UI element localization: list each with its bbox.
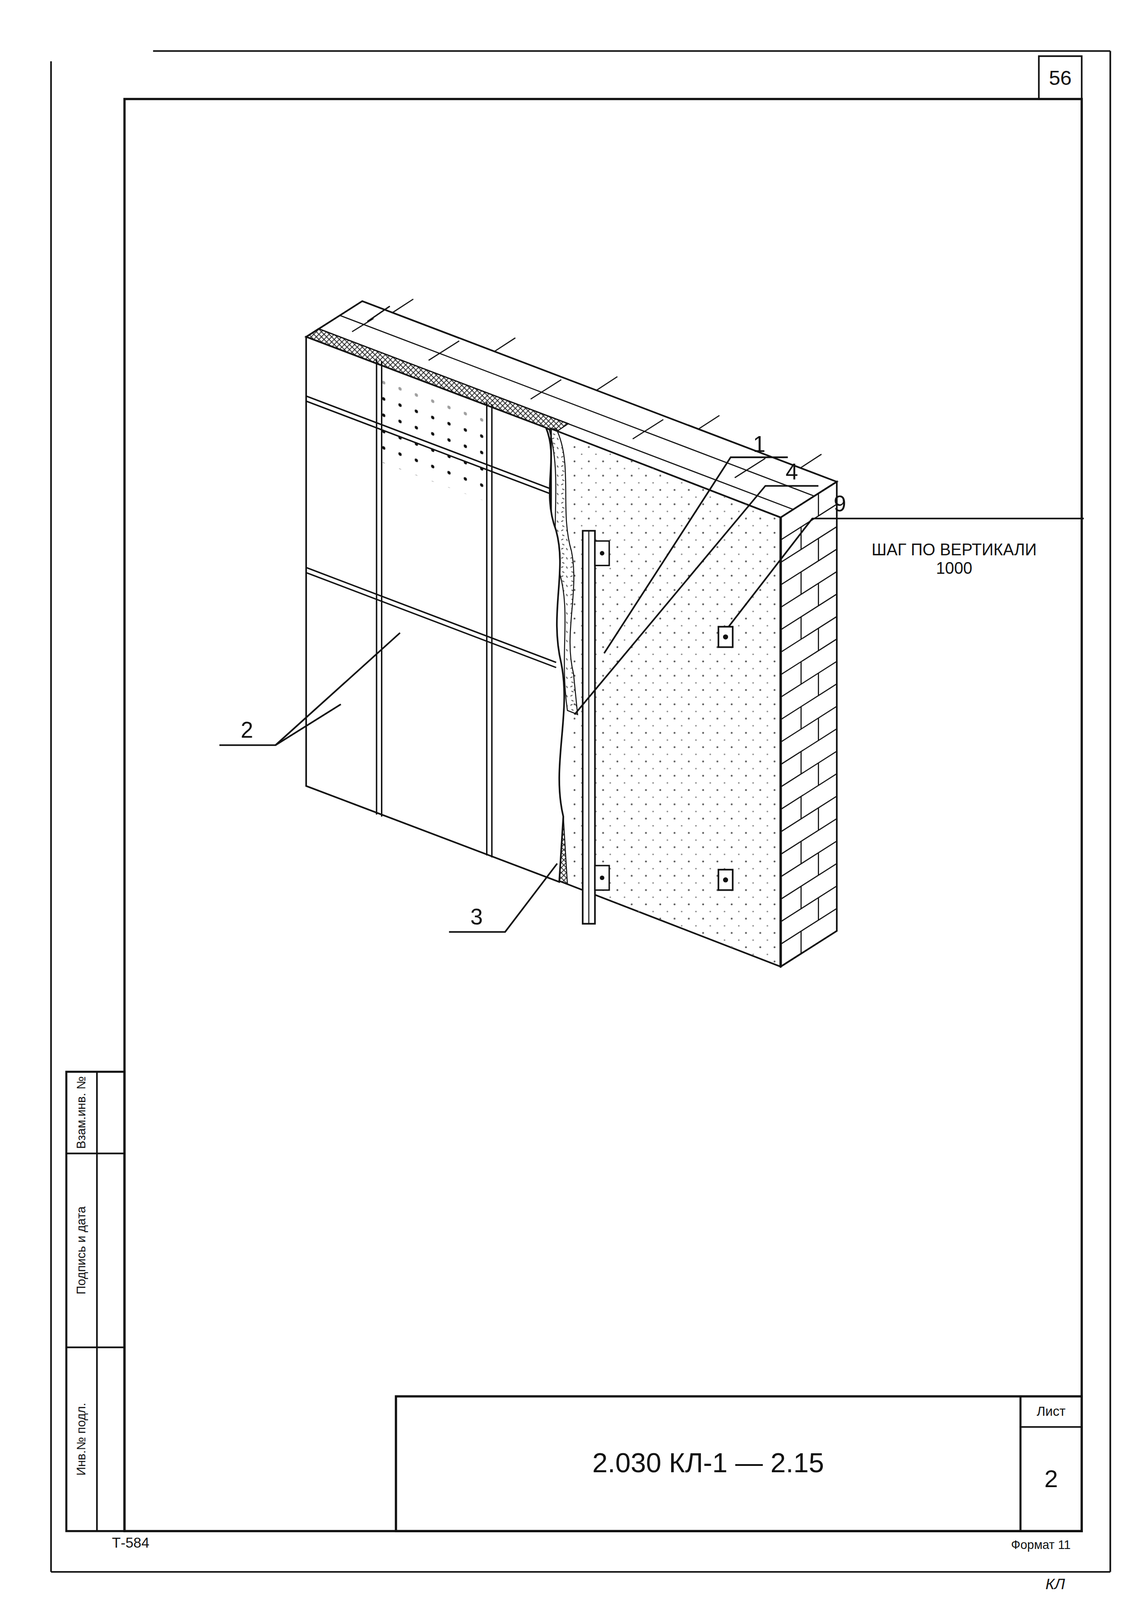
brick-joint bbox=[817, 807, 819, 831]
brick-joint bbox=[817, 717, 819, 741]
brick-joint bbox=[780, 908, 837, 944]
callout-number: 2 bbox=[240, 718, 254, 743]
brick-joint bbox=[780, 661, 837, 697]
inventory-code: Т-584 bbox=[111, 1535, 150, 1551]
brick-joint bbox=[800, 841, 802, 864]
drawing-designation: 2.030 КЛ-1 — 2.15 bbox=[592, 1448, 824, 1479]
brick-joint bbox=[800, 616, 802, 640]
stamp-cell: Подпись и дата bbox=[74, 1206, 89, 1295]
stamp-cell: Взам.инв. № bbox=[74, 1076, 89, 1149]
brick-joint bbox=[780, 773, 837, 810]
brick-joint bbox=[817, 672, 819, 696]
brick-joint bbox=[800, 661, 802, 685]
brick-joint bbox=[780, 885, 837, 922]
brick-joint bbox=[780, 818, 837, 854]
title-cell: Лист bbox=[1036, 1404, 1066, 1419]
brick-joint bbox=[817, 852, 819, 876]
brick-joint bbox=[780, 616, 837, 653]
brick-joint bbox=[780, 840, 837, 877]
brick-joint bbox=[780, 548, 837, 585]
brick-joint bbox=[817, 897, 819, 920]
brick-joint bbox=[780, 863, 837, 900]
brick-joint bbox=[780, 796, 837, 832]
brick-joint bbox=[780, 728, 837, 765]
brick-joint bbox=[817, 538, 819, 562]
brick-joint bbox=[780, 571, 837, 608]
brick-joint bbox=[800, 931, 802, 954]
brick-joint bbox=[780, 638, 837, 675]
brick-joint bbox=[817, 583, 819, 606]
brick-joint bbox=[817, 762, 819, 786]
sheet-page-number: 56 bbox=[1048, 66, 1072, 89]
handwritten-mark: КЛ bbox=[1045, 1575, 1065, 1592]
brick-joint bbox=[800, 526, 802, 550]
callout-number: 3 bbox=[470, 904, 483, 930]
brick-joint bbox=[817, 628, 819, 651]
brick-joint bbox=[800, 571, 802, 595]
brick-joint bbox=[800, 796, 802, 819]
brick-joint bbox=[800, 706, 802, 729]
callout-number: 1 bbox=[752, 432, 766, 458]
callout-number: 4 bbox=[785, 459, 799, 485]
callout-number: 9 bbox=[833, 491, 847, 517]
brick-joint bbox=[780, 706, 837, 743]
brick-joint bbox=[780, 526, 837, 563]
format-text: Формат 11 bbox=[1011, 1538, 1071, 1552]
brick-joint bbox=[800, 751, 802, 775]
stamp-cell: Инв.№ подл. bbox=[74, 1402, 89, 1476]
sheet-number: 2 bbox=[1044, 1465, 1058, 1493]
brick-joint bbox=[780, 751, 837, 787]
brick-joint bbox=[817, 493, 819, 516]
note-text: ШАГ ПО ВЕРТИКАЛИ 1000 bbox=[859, 540, 1049, 577]
brick-joint bbox=[800, 886, 802, 909]
brick-joint bbox=[780, 593, 837, 630]
brick-joint bbox=[780, 930, 837, 967]
brick-joint bbox=[780, 683, 837, 720]
